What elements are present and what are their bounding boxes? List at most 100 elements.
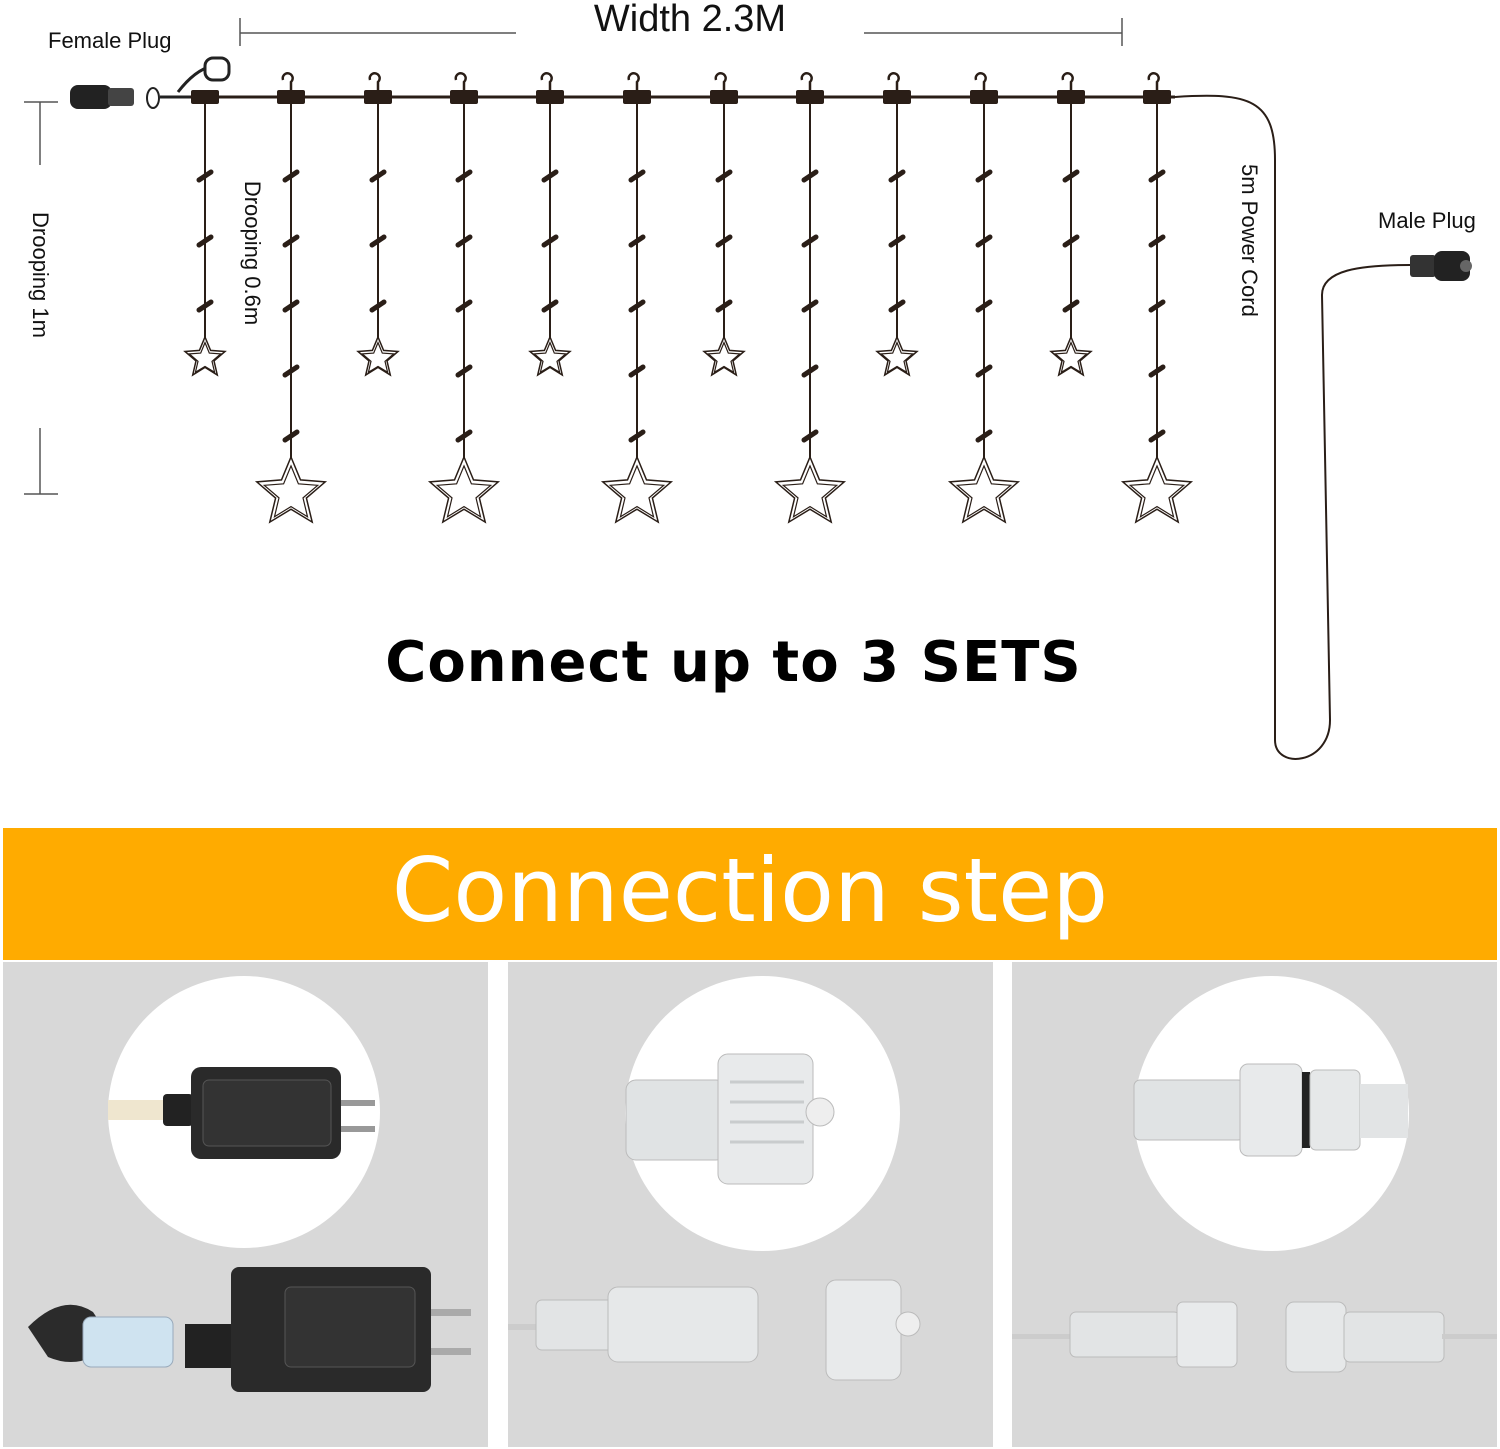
power-cord-label: 5m Power Cord bbox=[1237, 164, 1262, 317]
star-inner-outline bbox=[706, 341, 742, 374]
clip bbox=[364, 90, 392, 104]
bulb bbox=[196, 234, 214, 248]
star-icon bbox=[183, 335, 227, 377]
strand bbox=[254, 72, 328, 524]
hook-icon bbox=[974, 72, 987, 92]
star-icon bbox=[947, 455, 1021, 524]
bulb bbox=[282, 299, 300, 313]
clip bbox=[277, 90, 305, 104]
bulb bbox=[282, 364, 300, 378]
bulb bbox=[628, 364, 646, 378]
drooping-06m-label: Drooping 0.6m bbox=[240, 180, 265, 326]
bulb bbox=[975, 299, 993, 313]
bulb bbox=[628, 299, 646, 313]
star-icon bbox=[600, 455, 674, 524]
clip bbox=[623, 90, 651, 104]
star-icon bbox=[702, 335, 746, 377]
clip bbox=[1057, 90, 1085, 104]
bulb bbox=[455, 429, 473, 443]
strand bbox=[1049, 72, 1093, 377]
bulb bbox=[282, 234, 300, 248]
clip bbox=[970, 90, 998, 104]
star-inner-outline bbox=[360, 341, 396, 374]
adapter-photo-icon bbox=[28, 1067, 471, 1392]
power-cord bbox=[1174, 94, 1411, 760]
hook-icon bbox=[800, 72, 813, 92]
hook-icon bbox=[281, 72, 294, 92]
clip bbox=[450, 90, 478, 104]
bulb bbox=[369, 169, 387, 183]
male-plug-label: Male Plug bbox=[1378, 208, 1476, 233]
female-plug-label: Female Plug bbox=[48, 28, 172, 53]
male-plug-icon bbox=[1410, 251, 1472, 281]
star-icon bbox=[773, 455, 847, 524]
bulb bbox=[282, 429, 300, 443]
joined-connector-photo-icon bbox=[1012, 1063, 1497, 1373]
drooping-1m-label: Drooping 1m bbox=[28, 212, 53, 338]
bulb bbox=[1148, 299, 1166, 313]
bulb bbox=[888, 234, 906, 248]
bulb bbox=[801, 169, 819, 183]
bulb bbox=[541, 234, 559, 248]
bulb bbox=[888, 169, 906, 183]
star-icon bbox=[875, 335, 919, 377]
strand bbox=[528, 72, 572, 377]
strand bbox=[427, 72, 501, 524]
bulb bbox=[1062, 299, 1080, 313]
strand bbox=[702, 72, 746, 377]
bulb bbox=[1062, 234, 1080, 248]
star-inner-outline bbox=[1053, 341, 1089, 374]
hook-icon bbox=[540, 72, 553, 92]
bulb bbox=[975, 234, 993, 248]
clip bbox=[796, 90, 824, 104]
strand bbox=[356, 72, 400, 377]
star-inner-outline bbox=[532, 341, 568, 374]
step-panel-2 bbox=[508, 962, 993, 1447]
hook-icon bbox=[368, 72, 381, 92]
width-dimension bbox=[239, 18, 1123, 46]
star-inner-outline bbox=[781, 464, 839, 518]
star-inner-outline bbox=[187, 341, 223, 374]
bulb bbox=[715, 169, 733, 183]
star-icon bbox=[356, 335, 400, 377]
step-panel-1 bbox=[3, 962, 488, 1447]
connect-sets-headline: Connect up to 3 SETS bbox=[385, 630, 1082, 695]
bulb bbox=[628, 429, 646, 443]
hook-icon bbox=[627, 72, 640, 92]
hook-icon bbox=[714, 72, 727, 92]
bulb bbox=[1148, 429, 1166, 443]
bulb bbox=[282, 169, 300, 183]
clip bbox=[710, 90, 738, 104]
bulb bbox=[455, 364, 473, 378]
star-icon bbox=[254, 455, 328, 524]
hook-icon bbox=[1147, 72, 1160, 92]
bulb bbox=[975, 429, 993, 443]
bulb bbox=[628, 234, 646, 248]
bulb bbox=[196, 169, 214, 183]
hook-icon bbox=[454, 72, 467, 92]
step-panel-3 bbox=[1012, 962, 1497, 1447]
bulb bbox=[541, 299, 559, 313]
clip bbox=[883, 90, 911, 104]
bulb bbox=[628, 169, 646, 183]
star-inner-outline bbox=[879, 341, 915, 374]
star-icon bbox=[1120, 455, 1194, 524]
bulb bbox=[541, 169, 559, 183]
width-label: Width 2.3M bbox=[593, 0, 787, 40]
bulb bbox=[715, 234, 733, 248]
star-inner-outline bbox=[435, 464, 493, 518]
strand bbox=[773, 72, 847, 524]
star-inner-outline bbox=[262, 464, 320, 518]
bulb bbox=[455, 299, 473, 313]
clip bbox=[1143, 90, 1171, 104]
bulb bbox=[196, 299, 214, 313]
bulb bbox=[1062, 169, 1080, 183]
strand bbox=[1120, 72, 1194, 524]
clip bbox=[191, 90, 219, 104]
bulb bbox=[1148, 234, 1166, 248]
star-icon bbox=[427, 455, 501, 524]
bulb bbox=[1148, 364, 1166, 378]
bulb bbox=[801, 299, 819, 313]
strand bbox=[947, 72, 1021, 524]
bulb bbox=[1148, 169, 1166, 183]
